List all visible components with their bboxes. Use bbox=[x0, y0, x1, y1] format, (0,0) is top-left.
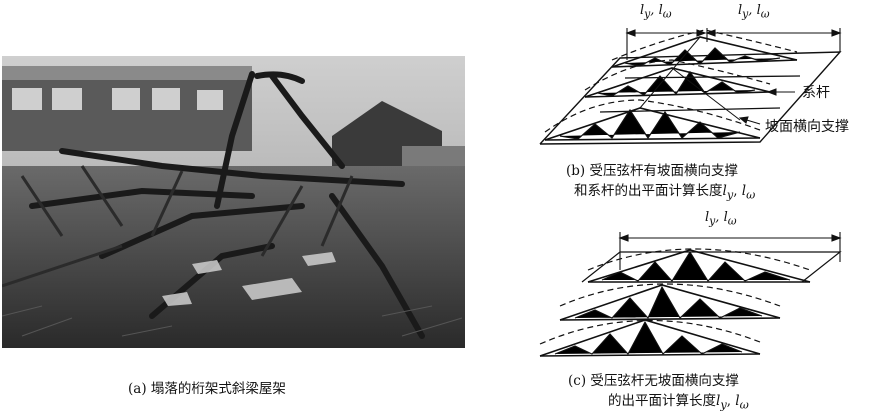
truss-webs-c bbox=[554, 250, 791, 355]
buckle-lines-b bbox=[544, 29, 798, 133]
caption-c-line1: (c) 受压弦杆无坡面横向支撑 bbox=[568, 373, 739, 389]
collapsed-roof-photo bbox=[2, 56, 465, 348]
callout-slope-bracing: 坡面横向支撑 bbox=[765, 119, 849, 135]
dim-arrow-c bbox=[618, 232, 842, 270]
callout-tie-member: 系杆 bbox=[802, 85, 830, 101]
caption-b-line2: 和系杆的出平面计算长度ly, lω bbox=[574, 183, 756, 202]
truss-webs-b bbox=[559, 47, 781, 140]
roof-plane-b bbox=[539, 51, 842, 145]
dim-label-b-left: ly, lω bbox=[640, 3, 672, 21]
caption-b-line1: (b) 受压弦杆有坡面横向支撑 bbox=[566, 163, 738, 179]
dim-label-b-right: ly, lω bbox=[738, 3, 770, 21]
dim-label-c: ly, lω bbox=[705, 210, 737, 228]
buckle-lines-c bbox=[539, 248, 811, 345]
trusses-c bbox=[539, 249, 811, 357]
photo-caption: (a) 塌落的桁架式斜梁屋架 bbox=[128, 381, 286, 397]
roof-plane-c bbox=[581, 251, 842, 283]
caption-c-line2: 的出平面计算长度ly, lω bbox=[608, 393, 749, 412]
